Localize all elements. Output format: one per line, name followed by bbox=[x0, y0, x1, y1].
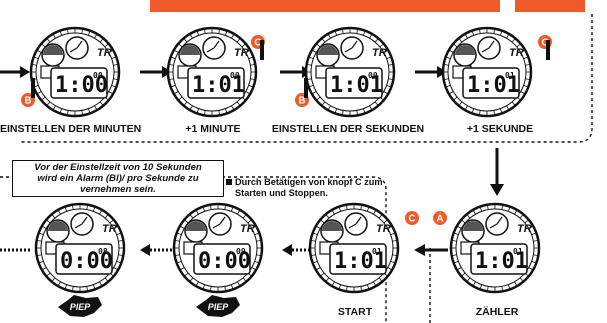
pusher-mark bbox=[304, 78, 308, 98]
watch-seconds: 09 bbox=[236, 247, 246, 256]
svg-text:C: C bbox=[254, 38, 261, 49]
start-stop-line1: Durch Betätigen von knopf C zum bbox=[226, 177, 383, 188]
beep-burst-2: PIEP bbox=[196, 295, 240, 317]
watch-display: 1:01 bbox=[330, 73, 383, 98]
beep-note-line3: vernehmen sein. bbox=[80, 184, 156, 195]
arrow-1 bbox=[0, 66, 30, 78]
header-tab-right bbox=[515, 0, 585, 12]
watch-seconds: 01 bbox=[513, 247, 523, 256]
arrow-7-dotted bbox=[140, 244, 172, 256]
watch-seconds: 00 bbox=[368, 71, 378, 80]
pusher-mark bbox=[546, 40, 550, 60]
watch-seconds: 00 bbox=[230, 71, 240, 80]
beep-burst-1: PIEP bbox=[58, 295, 102, 317]
button-c-icon: C bbox=[405, 211, 419, 225]
watch-tr-label: TR bbox=[97, 47, 112, 59]
watch-tr-label: TR bbox=[102, 223, 117, 235]
watch-display: 1:01 bbox=[192, 73, 245, 98]
beep-note: Vor der Einstellzeit von 10 Sekunden wir… bbox=[12, 160, 224, 197]
watch-seconds: 01 bbox=[505, 71, 515, 80]
beep-text: PIEP bbox=[70, 302, 92, 312]
pusher-mark bbox=[31, 78, 35, 98]
svg-text:A: A bbox=[436, 214, 443, 225]
watch-tr-label: TR bbox=[517, 223, 532, 235]
svg-text:B: B bbox=[24, 96, 31, 107]
frame-top-dashed bbox=[20, 14, 593, 143]
arrow-down bbox=[490, 148, 504, 196]
bullet-icon bbox=[226, 179, 232, 185]
watch-tr-label: TR bbox=[240, 223, 255, 235]
beep-note-line1: Vor der Einstellzeit von 10 Sekunden bbox=[34, 162, 202, 173]
watch-display: 0:00 bbox=[198, 249, 251, 274]
watch-display: 1:01 bbox=[475, 249, 528, 274]
watch-tr-label: TR bbox=[376, 223, 391, 235]
beep-text: PIEP bbox=[208, 302, 230, 312]
svg-text:C: C bbox=[408, 214, 415, 225]
header-tab bbox=[150, 0, 500, 12]
watch-display: 1:01 bbox=[467, 73, 520, 98]
start-stop-text1: Durch Betätigen von knopf C zum bbox=[235, 177, 383, 187]
frame-bottom-dashed bbox=[0, 176, 387, 323]
step-label-start: START bbox=[337, 306, 373, 318]
watch-tr-label: TR bbox=[234, 47, 249, 59]
watch-tr-label: TR bbox=[509, 47, 524, 59]
watch-seconds: 00 bbox=[93, 71, 103, 80]
step-label-plus-second: +1 SEKUNDE bbox=[466, 123, 534, 135]
step-label-minutes: EINSTELLEN DER MINUTEN bbox=[0, 123, 142, 135]
arrow-6-dotted bbox=[282, 244, 310, 256]
step-label-seconds: EINSTELLEN DER SEKUNDEN bbox=[271, 123, 425, 135]
watch-tr-label: TR bbox=[372, 47, 387, 59]
start-stop-note: Durch Betätigen von knopf C zum Starten … bbox=[226, 177, 383, 199]
watch-seconds: 08 bbox=[98, 247, 108, 256]
button-a-icon: A bbox=[433, 211, 447, 225]
start-stop-line2: Starten und Stoppen. bbox=[235, 188, 328, 198]
watch-display: 1:01 bbox=[334, 249, 387, 274]
step-label-zaehler: ZÄHLER bbox=[475, 306, 519, 318]
watch-display: 1:00 bbox=[55, 73, 108, 98]
beep-note-line2: wird ein Alarm (Bl)/ pro Sekunde zu bbox=[37, 173, 199, 184]
step-label-plus-minute: +1 MINUTE bbox=[185, 123, 241, 135]
arrow-5 bbox=[414, 244, 448, 256]
watch-seconds: 01 bbox=[372, 247, 382, 256]
watch-display: 0:00 bbox=[60, 249, 113, 274]
svg-text:C: C bbox=[541, 38, 548, 49]
svg-text:B: B bbox=[298, 96, 305, 107]
pusher-mark bbox=[260, 40, 264, 60]
